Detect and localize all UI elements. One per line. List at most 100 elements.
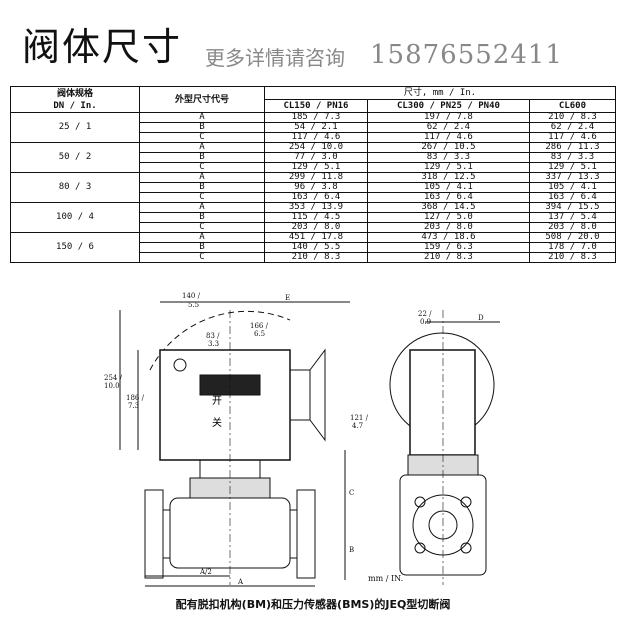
value-cell: 254 / 10.0: [264, 142, 368, 153]
value-cell: 267 / 10.5: [366, 142, 530, 153]
dim-label-83b: 3.3: [208, 340, 219, 348]
value-cell: 62 / 2.4: [366, 122, 530, 133]
dims-header: 尺寸, mm / In.: [264, 86, 616, 100]
code-cell: C: [139, 192, 265, 203]
value-cell: 203 / 8.0: [264, 222, 368, 233]
dim-label-254: 254 /: [104, 374, 123, 382]
value-cell: 203 / 8.0: [528, 222, 617, 233]
dim-label-166: 166 /: [250, 322, 269, 330]
value-cell: 473 / 18.6: [366, 232, 530, 243]
dim-label-140: 140 /: [182, 292, 201, 300]
value-cell: 368 / 14.5: [366, 202, 530, 213]
dim-label-186: 186 /: [126, 394, 145, 402]
code-cell: B: [139, 212, 265, 223]
value-cell: 127 / 5.0: [366, 212, 530, 223]
contact-text: 更多详情请咨询: [205, 46, 345, 70]
value-cell: 451 / 17.8: [264, 232, 368, 243]
valve-drawing: 140 / 5.5 E 166 / 6.5 83 / 3.3 254 / 10.…: [104, 292, 500, 587]
size-header: 阀体规格 DN / In.: [10, 86, 140, 113]
dim-label-121b: 4.7: [352, 422, 363, 430]
value-cell: 83 / 3.3: [528, 152, 617, 163]
value-cell: 394 / 15.5: [528, 202, 617, 213]
indicator-icon: [173, 358, 187, 372]
value-cell: 185 / 7.3: [264, 112, 368, 123]
size-header-sub: DN / In.: [53, 100, 97, 111]
dim-label-140b: 5.5: [188, 301, 199, 309]
size-header-label: 阀体规格: [56, 88, 93, 99]
col-header-cl150: CL150 / PN16: [264, 99, 368, 113]
close-label: 关: [212, 416, 222, 429]
code-cell: C: [139, 222, 265, 233]
left-flange: [144, 489, 164, 579]
code-cell: B: [139, 242, 265, 253]
dim-label-186b: 7.3: [128, 402, 139, 410]
value-cell: 197 / 7.8: [366, 112, 530, 123]
code-cell: A: [139, 112, 265, 123]
dim-label-254b: 10.0: [104, 382, 120, 390]
code-header: 外型尺寸代号: [139, 86, 265, 113]
dim-label-B: B: [349, 546, 354, 554]
dim-label-121: 121 /: [350, 414, 369, 422]
size-cell: 80 / 3: [10, 172, 140, 203]
page-title: 阀体尺寸: [22, 25, 183, 69]
value-cell: 140 / 5.5: [264, 242, 368, 253]
dim-label-D: D: [478, 314, 484, 322]
value-cell: 137 / 5.4: [528, 212, 617, 223]
actuator-body: [159, 349, 291, 461]
code-cell: B: [139, 182, 265, 193]
code-cell: B: [139, 122, 265, 133]
value-cell: 117 / 4.6: [528, 132, 617, 143]
side-housing: [409, 349, 476, 456]
size-cell: 50 / 2: [10, 142, 140, 173]
dimensions-table: 阀体规格 DN / In. 外型尺寸代号 尺寸, mm / In. CL150 …: [10, 86, 617, 263]
dim-label-22: 22 /: [418, 310, 432, 318]
code-cell: B: [139, 152, 265, 163]
value-cell: 178 / 7.0: [528, 242, 617, 253]
value-cell: 115 / 4.5: [264, 212, 368, 223]
code-cell: A: [139, 172, 265, 183]
diaphragm: [309, 348, 326, 442]
value-cell: 203 / 8.0: [366, 222, 530, 233]
value-cell: 508 / 20.0: [528, 232, 617, 243]
value-cell: 62 / 2.4: [528, 122, 617, 133]
open-label: 开: [212, 396, 222, 407]
code-cell: A: [139, 202, 265, 213]
code-cell: C: [139, 162, 265, 173]
caption: 配有脱扣机构(BM)和压力传感器(BMS)的JEQ型切断阀: [175, 598, 451, 611]
size-cell: 100 / 4: [10, 202, 140, 233]
value-cell: 117 / 4.6: [366, 132, 530, 143]
phone-number: 15876552411: [370, 40, 563, 70]
value-cell: 163 / 6.4: [264, 192, 368, 203]
code-cell: A: [139, 142, 265, 153]
value-cell: 54 / 2.1: [264, 122, 368, 133]
value-cell: 210 / 8.3: [528, 252, 617, 263]
value-cell: 318 / 12.5: [366, 172, 530, 183]
value-cell: 159 / 6.3: [366, 242, 530, 253]
value-cell: 299 / 11.8: [264, 172, 368, 183]
value-cell: 105 / 4.1: [366, 182, 530, 193]
code-cell: C: [139, 132, 265, 143]
value-cell: 96 / 3.8: [264, 182, 368, 193]
value-cell: 129 / 5.1: [528, 162, 617, 173]
value-cell: 286 / 11.3: [528, 142, 617, 153]
value-cell: 163 / 6.4: [528, 192, 617, 203]
value-cell: 210 / 8.3: [366, 252, 530, 263]
value-cell: 210 / 8.3: [264, 252, 368, 263]
diaphragm-case: [289, 369, 311, 421]
dim-label-A: A: [237, 578, 244, 586]
dim-label-22b: 0.9: [420, 318, 431, 326]
size-cell: 25 / 1: [10, 112, 140, 143]
value-cell: 337 / 13.3: [528, 172, 617, 183]
dim-label-83: 83 /: [206, 332, 220, 340]
value-cell: 117 / 4.6: [264, 132, 368, 143]
dim-label-A2: A/2: [199, 568, 212, 576]
value-cell: 353 / 13.9: [264, 202, 368, 213]
dim-label-C: C: [349, 489, 354, 497]
